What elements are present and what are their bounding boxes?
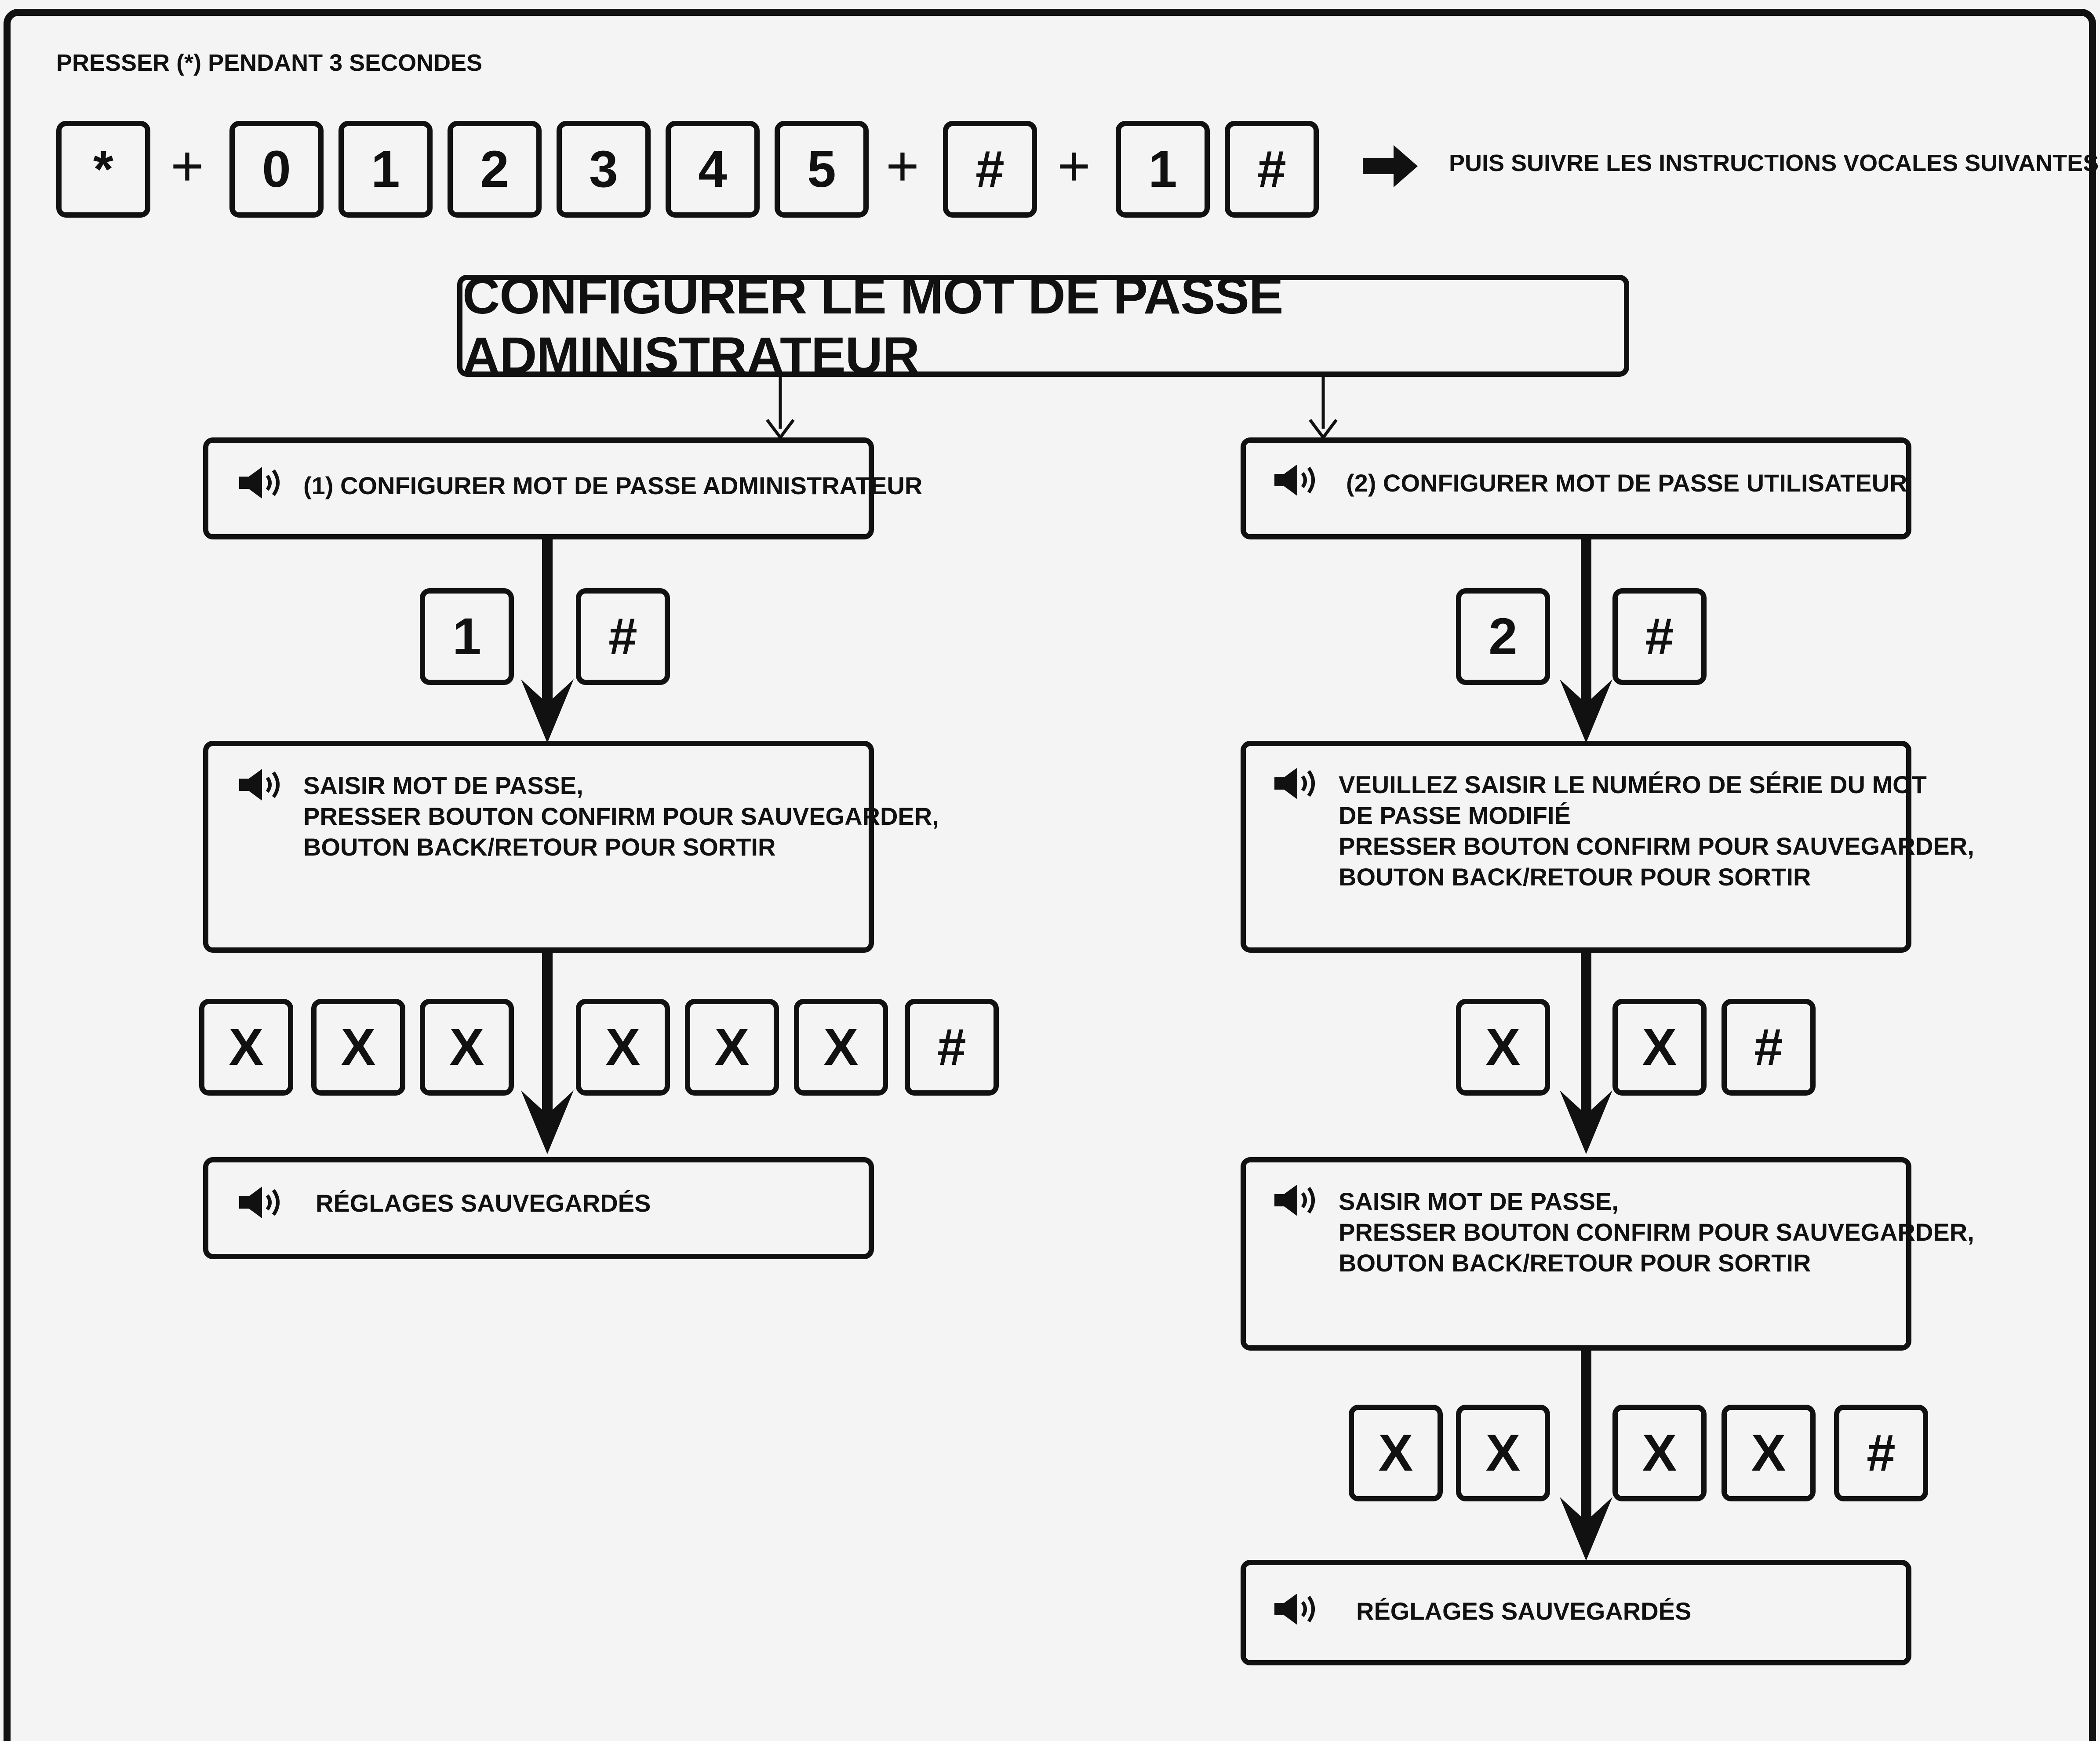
key-hash: # [905,999,999,1096]
key-x: X [420,999,514,1096]
key-x: X [685,999,779,1096]
key-star: * [56,121,150,218]
key-hash: # [943,121,1037,218]
right-option-text: (2) CONFIGURER MOT DE PASSE UTILISATEUR [1346,469,1907,497]
right-serial-prompt-box [1241,741,1911,953]
speaker-icon [239,467,280,499]
key-1: 1 [420,588,514,685]
right-arrow-1-head [1560,679,1612,743]
plus-sign: + [1057,134,1091,198]
key-hash: # [1612,588,1707,685]
key-x: X [311,999,405,1096]
left-option-text: (1) CONFIGURER MOT DE PASSE ADMINISTRATE… [303,472,923,499]
key-hash: # [576,588,670,685]
left-saved-text: RÉGLAGES SAUVEGARDÉS [316,1189,651,1217]
top-instruction: PRESSER (*) PENDANT 3 SECONDES [56,50,483,76]
left-arrow-1-head [521,679,574,743]
key-5: 5 [775,121,869,218]
key-x: X [1349,1405,1443,1501]
plus-sign: + [171,134,204,198]
right-arrow-2-head [1560,1090,1612,1154]
key-hash: # [1225,121,1319,218]
key-x: X [1456,1405,1550,1501]
key-2: 2 [1456,588,1550,685]
speaker-icon [1274,768,1315,799]
key-3: 3 [557,121,651,218]
right-saved-box [1241,1560,1911,1665]
speaker-icon [239,769,280,801]
key-x: X [1612,999,1707,1096]
left-option-box [203,437,874,539]
follow-instructions-text: PUIS SUIVRE LES INSTRUCTIONS VOCALES SUI… [1449,150,2099,176]
right-arrow-3-head [1560,1497,1612,1561]
key-2: 2 [448,121,542,218]
key-hash: # [1721,999,1816,1096]
key-hash: # [1834,1405,1928,1501]
key-x: X [576,999,670,1096]
speaker-icon [239,1187,280,1218]
left-arrow-2-head [521,1090,574,1154]
key-1: 1 [338,121,433,218]
key-x: X [1721,1405,1816,1501]
plus-sign: + [886,134,919,198]
right-saved-text: RÉGLAGES SAUVEGARDÉS [1356,1597,1692,1625]
left-saved-box [203,1157,874,1259]
key-x: X [1612,1405,1707,1501]
key-1: 1 [1116,121,1210,218]
key-4: 4 [666,121,760,218]
right-arrow-icon [1363,145,1418,187]
right-option-box [1241,437,1911,539]
speaker-icon [1274,464,1315,496]
right-serial-prompt-text: VEUILLEZ SAISIR LE NUMÉRO DE SÉRIE DU MO… [1339,771,1974,891]
key-x: X [1456,999,1550,1096]
left-prompt-box [203,741,874,953]
left-prompt-text: SAISIR MOT DE PASSE, PRESSER BOUTON CONF… [303,772,939,861]
right-password-prompt-box [1241,1157,1911,1351]
right-password-prompt-text: SAISIR MOT DE PASSE, PRESSER BOUTON CONF… [1339,1187,1974,1277]
key-x: X [199,999,293,1096]
speaker-icon [1274,1593,1315,1625]
main-title: CONFIGURER LE MOT DE PASSE ADMINISTRATEU… [457,267,1629,385]
key-x: X [794,999,888,1096]
speaker-icon [1274,1184,1315,1216]
key-0: 0 [229,121,324,218]
